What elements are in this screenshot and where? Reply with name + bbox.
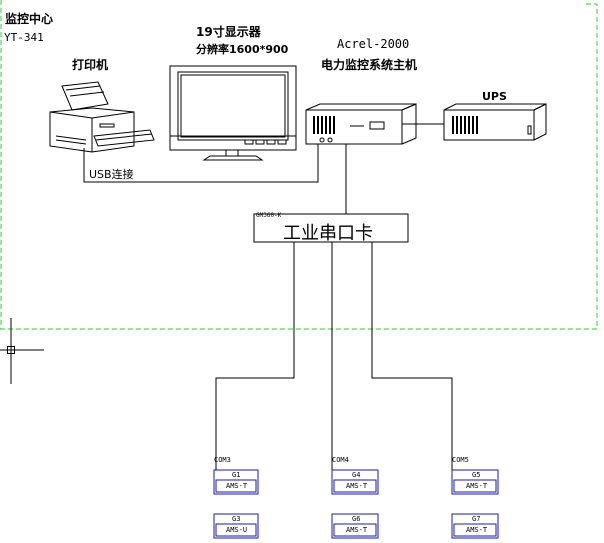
field-devices — [213, 469, 499, 539]
monitor-label-line2: 分辨率1600*900 — [196, 43, 289, 56]
host-label-line2: 电力监控系统主机 — [321, 58, 418, 72]
device-G5 — [451, 469, 499, 495]
device-g4-model: AMS-T — [346, 482, 368, 490]
serial-card-box — [253, 213, 409, 243]
monitor-icon — [169, 65, 297, 161]
usb-link-label: USB连接 — [89, 168, 134, 181]
ups-icon — [443, 103, 547, 141]
printer-icon — [49, 81, 155, 153]
device-G6 — [331, 513, 379, 539]
device-g6-model: AMS-T — [346, 526, 368, 534]
device-G1 — [213, 469, 259, 495]
port-com4-label: COM4 — [332, 456, 349, 464]
device-g6-id: G6 — [352, 515, 361, 523]
device-g1-id: G1 — [232, 471, 241, 479]
monitoring-center-boundary — [0, 3, 598, 330]
printer-label: 打印机 — [72, 58, 109, 72]
center-title: 监控中心 — [5, 12, 54, 26]
device-g7-model: AMS-T — [466, 526, 488, 534]
device-G3 — [213, 513, 259, 539]
device-g4-id: G4 — [352, 471, 361, 479]
monitor-label-line1: 19寸显示器 — [196, 25, 261, 39]
crosshair-cursor-icon — [0, 318, 44, 384]
device-g1-model: AMS-T — [226, 482, 248, 490]
device-g5-id: G5 — [472, 471, 481, 479]
ups-label: UPS — [482, 90, 507, 103]
connections — [83, 123, 453, 478]
device-G4 — [331, 469, 379, 495]
host-label-line1: Acrel-2000 — [337, 37, 410, 51]
port-com3-label: COM3 — [214, 456, 231, 464]
device-g3-model: AMS-U — [226, 526, 248, 534]
port-com5-label: COM5 — [452, 456, 469, 464]
serial-card-model: GM360-K — [256, 212, 282, 219]
center-code: YT-341 — [4, 31, 44, 44]
host-computer-icon — [305, 103, 417, 145]
device-g7-id: G7 — [472, 515, 481, 523]
device-g3-id: G3 — [232, 515, 241, 523]
device-G7 — [451, 513, 499, 539]
serial-card-label: 工业串口卡 — [283, 223, 373, 244]
device-g5-model: AMS-T — [466, 482, 488, 490]
